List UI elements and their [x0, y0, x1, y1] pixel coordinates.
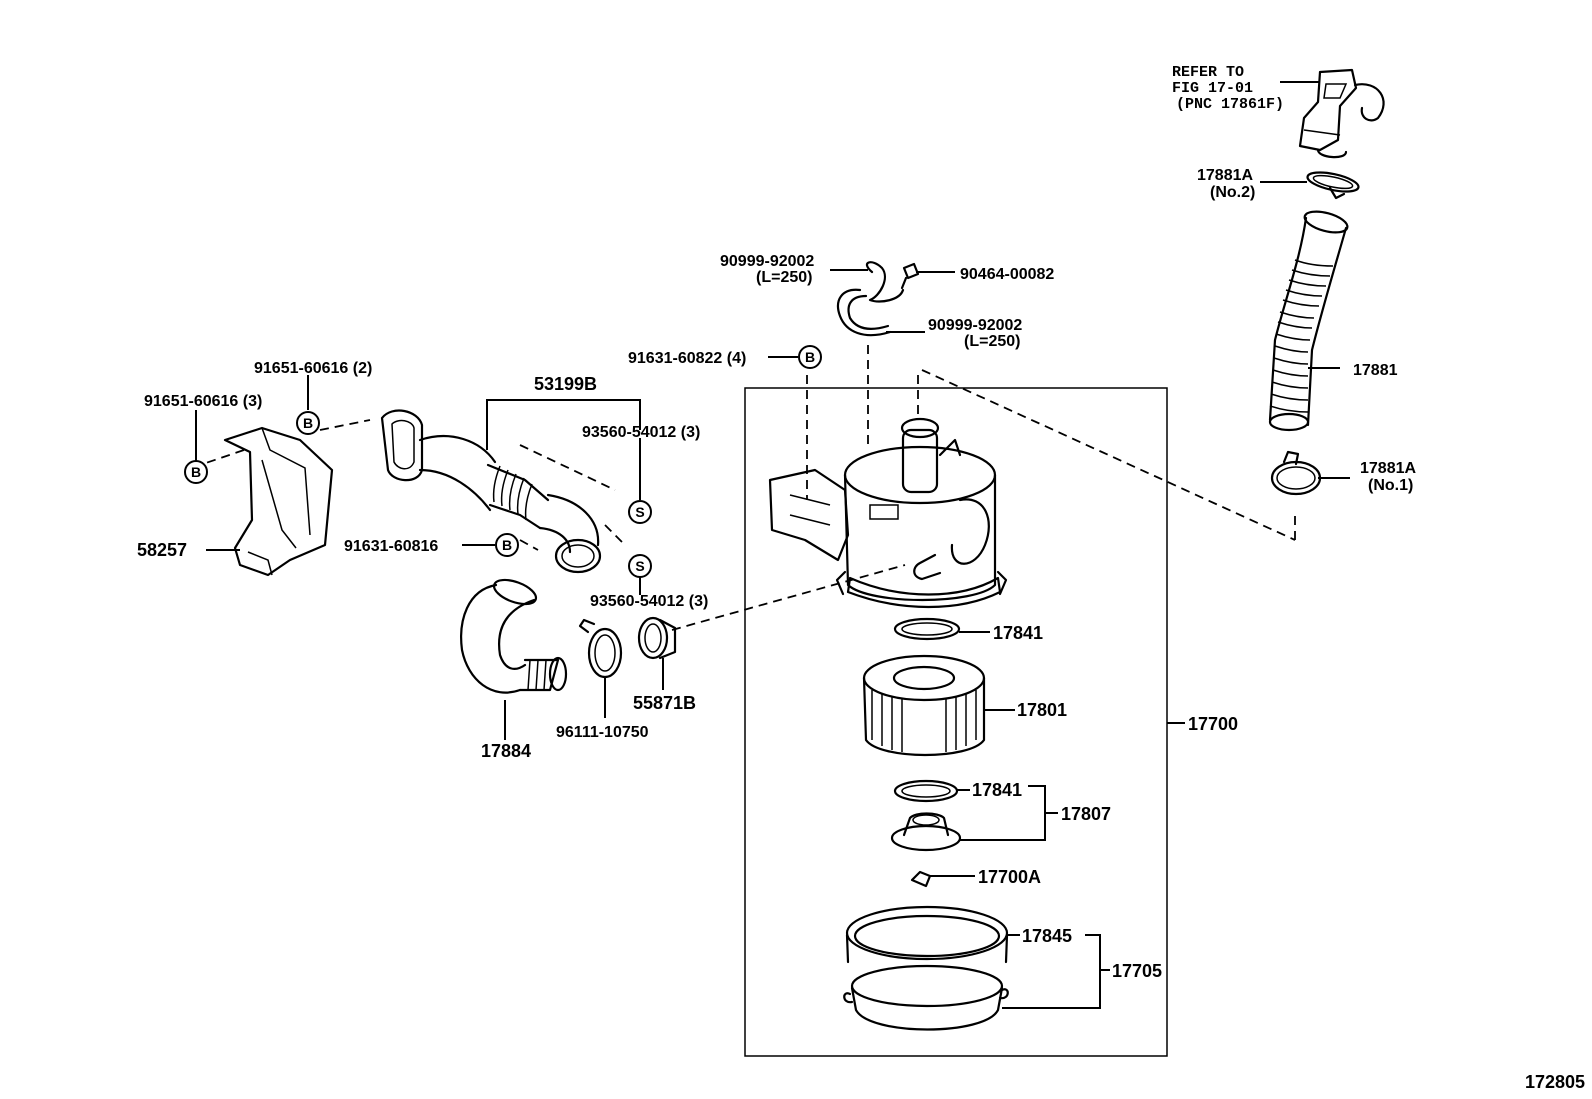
refer-note: REFER TO FIG 17-01 (PNC 17861F) — [1172, 64, 1284, 113]
screw-marker-93560-bottom: S — [628, 554, 652, 578]
bolt-marker-91651-3: B — [184, 460, 208, 484]
label-91651-2: 91651-60616 (2) — [254, 360, 372, 377]
dashed-reference-lines — [199, 345, 1296, 631]
label-91631-60822: 91631-60822 (4) — [628, 350, 746, 367]
inlet-pipe-refer — [1298, 68, 1385, 159]
label-53199b: 53199B — [534, 374, 597, 394]
label-17801: 17801 — [1017, 700, 1067, 720]
marker-text: B — [303, 415, 313, 431]
hose-clamp-96111 — [578, 618, 623, 679]
refer-note-line2: FIG 17-01 — [1172, 80, 1253, 97]
air-cleaner-case — [768, 417, 1008, 609]
clip-17700a — [910, 870, 932, 888]
marker-text: B — [502, 537, 512, 553]
label-17841-top: 17841 — [993, 623, 1043, 643]
clamp-17881a-no2 — [1306, 171, 1360, 200]
label-17700: 17700 — [1188, 714, 1238, 734]
label-17881a-no2-sub: (No.2) — [1210, 184, 1255, 201]
hose-17881 — [1268, 210, 1349, 432]
bolt-marker-91651-2: B — [296, 411, 320, 435]
marker-text: B — [805, 349, 815, 365]
label-55871b: 55871B — [633, 693, 696, 713]
label-90999-b-sub: (L=250) — [964, 333, 1020, 350]
refer-note-line1: REFER TO — [1172, 64, 1244, 81]
label-96111: 96111-10750 — [556, 724, 649, 741]
label-90999-a: 90999-92002 — [720, 253, 814, 270]
label-17700a: 17700A — [978, 867, 1041, 887]
label-58257: 58257 — [137, 540, 187, 560]
wing-nut-17807 — [890, 812, 962, 852]
lower-case-17705 — [843, 905, 1009, 1031]
diagram-id: 172805 — [1525, 1072, 1585, 1092]
bolt-marker-91631-60816: B — [495, 533, 519, 557]
label-93560-bottom: 93560-54012 (3) — [590, 593, 708, 610]
label-93560-top: 93560-54012 (3) — [582, 424, 700, 441]
label-17881a-no1: 17881A — [1360, 460, 1416, 477]
label-17807: 17807 — [1061, 804, 1111, 824]
label-90999-b: 90999-92002 — [928, 317, 1022, 334]
label-17705: 17705 — [1112, 961, 1162, 981]
bolt-marker-91631-60822: B — [798, 345, 822, 369]
label-91631-60816: 91631-60816 — [344, 538, 438, 555]
hose-clip-90464 — [900, 262, 920, 290]
label-17845: 17845 — [1022, 926, 1072, 946]
label-17884: 17884 — [481, 741, 531, 761]
intake-tube-53199b — [380, 409, 602, 574]
filter-element-17801 — [862, 654, 986, 757]
refer-note-line3: (PNC 17861F) — [1176, 96, 1284, 113]
label-17841-bottom: 17841 — [972, 780, 1022, 800]
label-17881a-no1-sub: (No.1) — [1368, 477, 1413, 494]
bracket-58257 — [223, 426, 334, 577]
label-90464: 90464-00082 — [960, 266, 1054, 283]
hose-17884 — [460, 578, 568, 694]
screw-marker-93560-top: S — [628, 500, 652, 524]
clamp-17881a-no1 — [1270, 450, 1322, 496]
marker-text: S — [635, 558, 644, 574]
label-90999-a-sub: (L=250) — [756, 269, 812, 286]
label-91651-3: 91651-60616 (3) — [144, 393, 262, 410]
gasket-17841-top — [893, 617, 961, 641]
adapter-55871b — [637, 616, 677, 660]
gasket-17841-bottom — [893, 779, 959, 803]
marker-text: S — [635, 504, 644, 520]
leader-lines — [195, 81, 1350, 1009]
label-17881: 17881 — [1353, 362, 1398, 379]
label-17881a-no2: 17881A — [1197, 167, 1253, 184]
breather-hose-90999 — [836, 261, 905, 337]
marker-text: B — [191, 464, 201, 480]
